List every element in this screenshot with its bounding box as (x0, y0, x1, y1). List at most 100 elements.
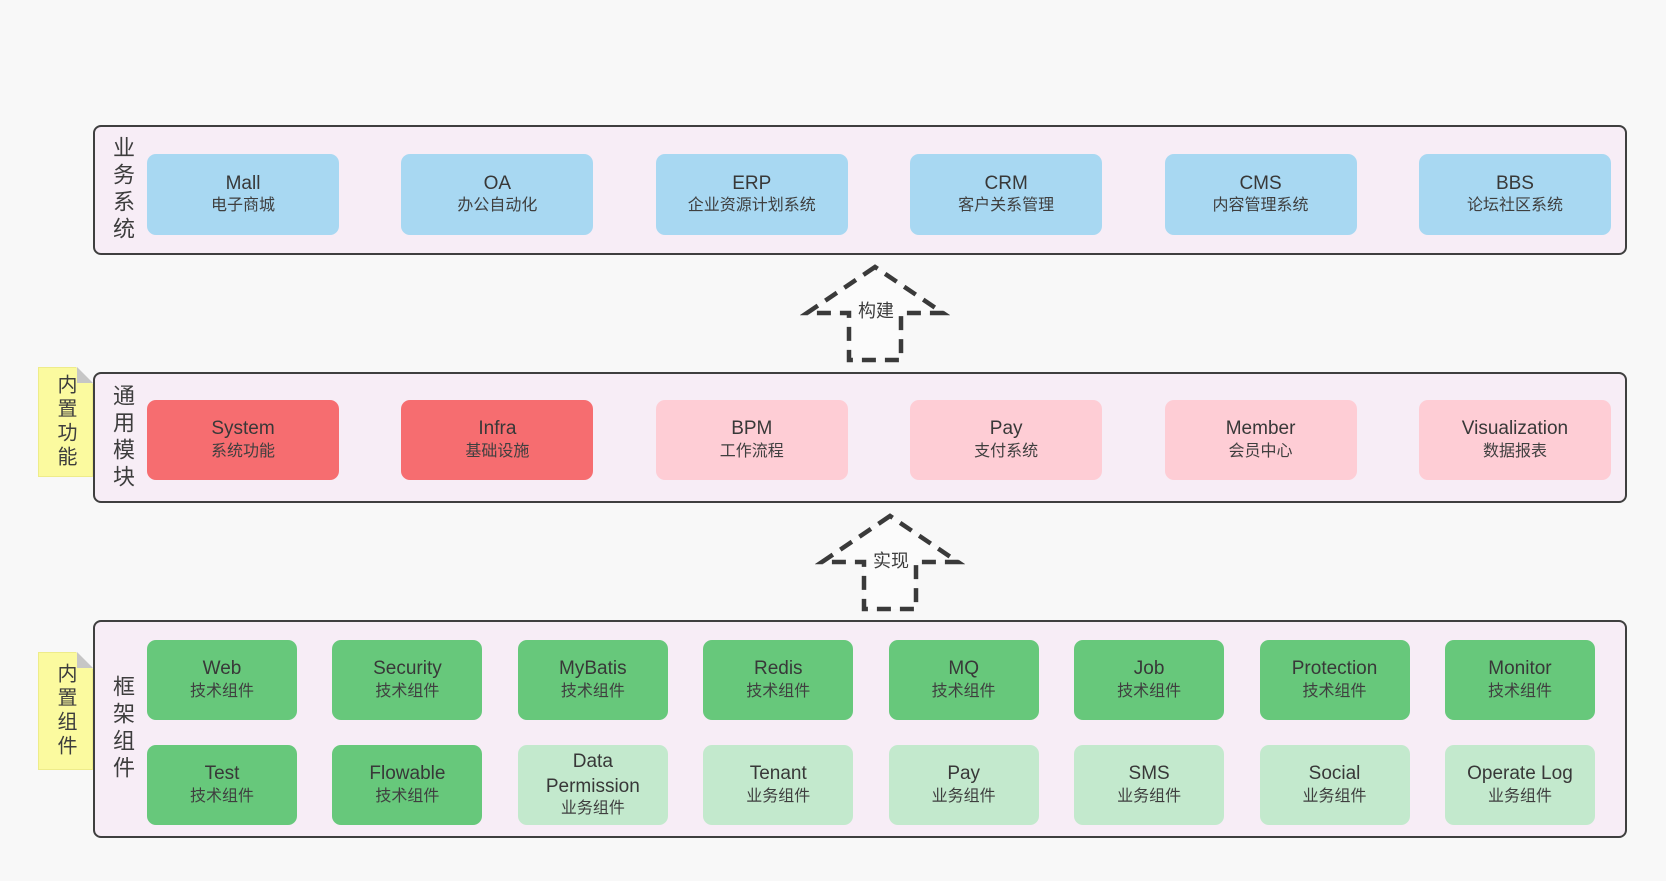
box-subtitle: 业务组件 (1302, 787, 1367, 805)
box-bbs: BBS 论坛社区系统 (1418, 154, 1611, 235)
box-subtitle: 技术组件 (1302, 682, 1367, 700)
box-subtitle: 技术组件 (1487, 682, 1552, 700)
box-title: Data Permission (545, 751, 640, 797)
sticky-note-label: 内置功能 (54, 374, 76, 470)
box-title: Monitor (1488, 658, 1552, 680)
layer-common-modules: 通用模块 System 系统功能 Infra 基础设施 BPM 工作流程 Pay 支付系统 Me… (93, 372, 1627, 503)
box-cms: CMS 内容管理系统 (1164, 154, 1357, 235)
box-mall: Mall 电子商城 (147, 154, 339, 235)
box-title: Test (204, 763, 240, 785)
sticky-note-built-in-features: 内置功能 (38, 367, 93, 477)
sticky-note-label: 内置组件 (54, 663, 76, 759)
box-subtitle: 会员中心 (1228, 442, 1293, 460)
implement-arrow-label: 实现 (870, 546, 912, 574)
box-mq: MQ 技术组件 (888, 640, 1039, 720)
box-subtitle: 业务组件 (746, 787, 811, 805)
box-title: Web (202, 658, 242, 680)
box-title: System (211, 418, 275, 440)
box-erp: ERP 企业资源计划系统 (655, 154, 848, 235)
box-title: Pay (989, 418, 1023, 440)
layer-label-common-modules: 通用模块 (110, 383, 135, 492)
box-title: SMS (1128, 763, 1170, 785)
box-subtitle: 技术组件 (560, 682, 625, 700)
box-subtitle: 业务组件 (1117, 787, 1182, 805)
box-title: Operate Log (1467, 763, 1573, 785)
box-subtitle: 业务组件 (931, 787, 996, 805)
box-oa: OA 办公自动化 (401, 154, 594, 235)
box-title: Redis (753, 658, 803, 680)
box-title: CMS (1239, 172, 1282, 194)
box-title: Member (1225, 418, 1296, 440)
layer-label-framework-components: 框架组件 (110, 675, 135, 783)
box-subtitle: 业务组件 (1487, 787, 1552, 805)
box-pay: Pay 业务组件 (888, 745, 1039, 825)
box-subtitle: 技术组件 (1117, 682, 1182, 700)
box-redis: Redis 技术组件 (703, 640, 854, 720)
box-title: MyBatis (559, 658, 627, 680)
box-tenant: Tenant 业务组件 (703, 745, 854, 825)
box-subtitle: 论坛社区系统 (1466, 197, 1563, 215)
box-monitor: Monitor 技术组件 (1444, 640, 1595, 720)
box-title: Job (1133, 658, 1165, 680)
box-bpm: BPM 工作流程 (655, 400, 848, 480)
box-infra: Infra 基础设施 (401, 400, 594, 480)
box-title: BPM (731, 418, 773, 440)
box-subtitle: 业务组件 (560, 799, 625, 817)
box-subtitle: 技术组件 (375, 682, 440, 700)
box-system: System 系统功能 (147, 400, 339, 480)
box-subtitle: 系统功能 (210, 442, 275, 460)
business-systems-row: Mall 电子商城 OA 办公自动化 ERP 企业资源计划系统 CRM 客户关系管理 CMS 内容… (147, 154, 1611, 235)
box-title: CRM (984, 172, 1028, 194)
box-title: Social (1308, 763, 1361, 785)
layer-business-systems: 业务系统 Mall 电子商城 OA 办公自动化 ERP 企业资源计划系统 CRM 客户关系管理… (93, 125, 1627, 255)
box-subtitle: 工作流程 (719, 442, 784, 460)
common-modules-row: System 系统功能 Infra 基础设施 BPM 工作流程 Pay 支付系统 Member 会… (147, 400, 1611, 480)
box-subtitle: 电子商城 (210, 197, 275, 215)
box-subtitle: 基础设施 (465, 442, 530, 460)
box-title: Security (373, 658, 442, 680)
box-title: Tenant (749, 763, 807, 785)
box-title: BBS (1495, 172, 1534, 194)
build-arrow-label: 构建 (855, 296, 897, 324)
box-subtitle: 技术组件 (189, 787, 254, 805)
box-subtitle: 内容管理系统 (1212, 197, 1309, 215)
box-pay: Pay 支付系统 (910, 400, 1103, 480)
box-test: Test 技术组件 (147, 745, 297, 825)
box-security: Security 技术组件 (332, 640, 483, 720)
box-sms: SMS 业务组件 (1074, 745, 1225, 825)
box-title: Infra (478, 418, 517, 440)
box-member: Member 会员中心 (1164, 400, 1357, 480)
box-mybatis: MyBatis 技术组件 (517, 640, 668, 720)
box-web: Web 技术组件 (147, 640, 297, 720)
box-subtitle: 客户关系管理 (958, 197, 1055, 215)
layer-label-business-systems: 业务系统 (110, 136, 135, 244)
box-title: Mall (225, 172, 261, 194)
box-job: Job 技术组件 (1074, 640, 1225, 720)
box-subtitle: 支付系统 (974, 442, 1039, 460)
box-subtitle: 技术组件 (931, 682, 996, 700)
box-subtitle: 办公自动化 (457, 197, 538, 215)
box-title: Visualization (1461, 418, 1569, 440)
box-subtitle: 技术组件 (375, 787, 440, 805)
box-title: MQ (948, 658, 979, 680)
box-protection: Protection 技术组件 (1259, 640, 1410, 720)
box-social: Social 业务组件 (1259, 745, 1410, 825)
sticky-note-built-in-components: 内置组件 (38, 652, 93, 770)
box-title: OA (483, 172, 512, 194)
box-visualization: Visualization 数据报表 (1418, 400, 1611, 480)
box-subtitle: 技术组件 (746, 682, 811, 700)
box-crm: CRM 客户关系管理 (910, 154, 1103, 235)
box-data-permission: Data Permission 业务组件 (517, 745, 668, 825)
box-title: Protection (1291, 658, 1378, 680)
box-title: ERP (732, 172, 772, 194)
box-operate-log: Operate Log 业务组件 (1444, 745, 1595, 825)
box-subtitle: 企业资源计划系统 (687, 197, 816, 215)
box-title: Pay (947, 763, 981, 785)
box-subtitle: 数据报表 (1482, 442, 1547, 460)
box-subtitle: 技术组件 (189, 682, 254, 700)
